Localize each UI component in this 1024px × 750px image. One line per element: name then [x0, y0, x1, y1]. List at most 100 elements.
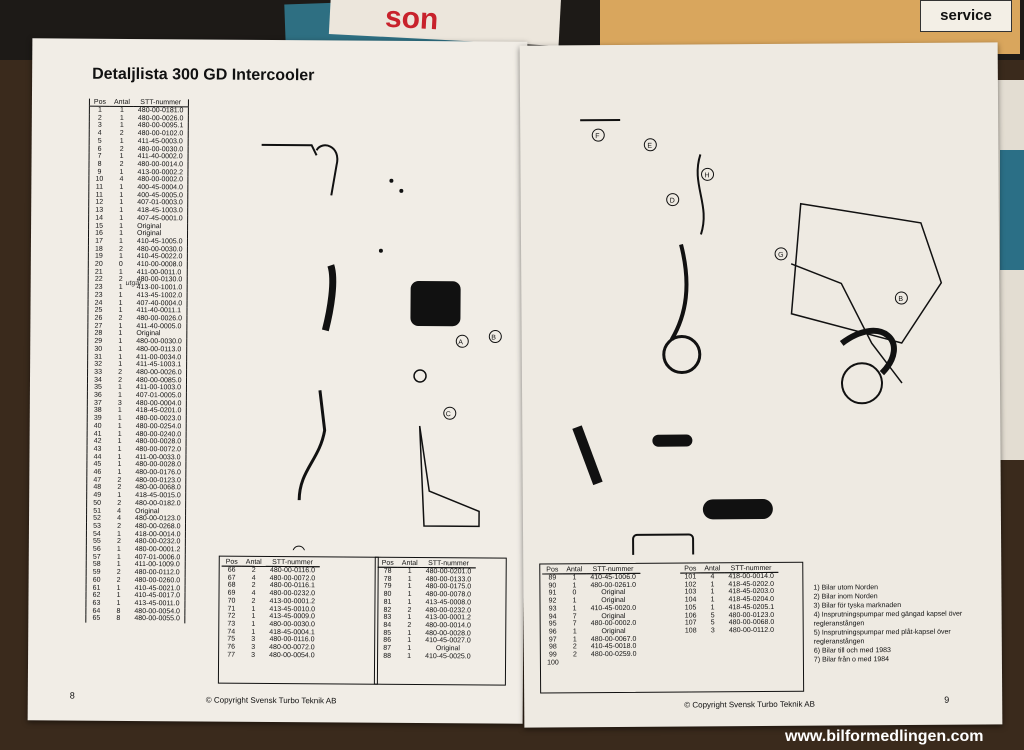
col-header-stt: STT-nummer — [724, 564, 778, 573]
cell-pos: 64 — [92, 607, 101, 615]
cell-pos: 65 — [92, 615, 101, 623]
cell-pos: 73 — [227, 620, 236, 628]
cell-antal: 1 — [119, 237, 123, 245]
col-header-pos: Pos — [542, 566, 563, 575]
cell-pos: 70 — [227, 597, 236, 605]
cell-antal: 8 — [116, 607, 121, 615]
cell-antal: 4 — [251, 589, 256, 597]
callout-b: B — [491, 334, 496, 341]
cell-antal: 2 — [119, 130, 124, 138]
cell-antal: 1 — [407, 583, 412, 591]
cell-pos: 62 — [92, 592, 101, 600]
cell-pos: 49 — [93, 491, 102, 499]
cell-pos: 44 — [93, 453, 102, 461]
cell-antal: 2 — [118, 314, 123, 322]
cell-stt: 410-45-1006.0 — [590, 573, 636, 582]
cell-pos: 9 — [97, 168, 102, 176]
col-header-stt: STT-nummer — [133, 98, 189, 107]
cell-stt: 480-00-0072.0 — [135, 445, 182, 454]
cell-antal: 1 — [116, 599, 121, 607]
callout-f: F — [595, 133, 599, 140]
cell-stt: 480-00-0078.0 — [425, 591, 472, 599]
cell-stt: 480-00-0030.0 — [269, 620, 315, 629]
cell-antal: 2 — [119, 160, 124, 168]
cell-pos: 40 — [93, 422, 102, 430]
cell-antal: 1 — [117, 391, 122, 399]
cell-pos: 31 — [94, 353, 103, 361]
cell-pos: 63 — [92, 599, 101, 607]
cell-pos: 10 — [95, 176, 104, 184]
cell-pos: 108 — [684, 627, 697, 635]
cell-antal: 1 — [118, 322, 123, 330]
col-header-pos: Pos — [680, 565, 701, 574]
cell-stt: 480-00-0054.0 — [269, 651, 315, 660]
cell-pos: 90 — [548, 582, 557, 590]
cell-antal: 1 — [119, 137, 124, 145]
col-header-pos: Pos — [377, 559, 398, 568]
cell-pos: 26 — [94, 314, 103, 322]
cell-antal: 1 — [116, 561, 121, 569]
cell-stt: 480-00-0026.0 — [136, 368, 182, 377]
page-number-left: 8 — [69, 690, 75, 701]
service-badge: service — [920, 0, 1012, 32]
cell-pos: 15 — [95, 222, 104, 230]
table-row: 100 — [543, 659, 641, 667]
cell-antal: 2 — [572, 651, 577, 659]
cell-antal: 1 — [407, 575, 412, 583]
cell-antal: 7 — [572, 620, 577, 628]
cell-antal: 2 — [251, 582, 256, 590]
cell-pos: 25 — [94, 307, 103, 315]
cell-antal: 1 — [118, 307, 123, 315]
cell-pos: 96 — [548, 628, 557, 636]
cell-pos: 69 — [227, 589, 236, 597]
cell-pos: 30 — [94, 345, 103, 353]
cell-antal: 2 — [116, 538, 121, 546]
footnote-5: 5) Insprutningspumpar med plåt-kapsel öv… — [813, 628, 951, 646]
cell-antal: 1 — [118, 299, 123, 307]
cell-antal: 1 — [116, 592, 121, 600]
cell-pos: 37 — [93, 399, 102, 407]
cell-pos: 80 — [383, 590, 392, 598]
cell-antal: 1 — [118, 384, 122, 392]
cell-pos: 4 — [97, 129, 102, 137]
cell-antal: 2 — [251, 597, 256, 605]
cell-pos: 11 — [95, 191, 103, 199]
col-header-pos: Pos — [89, 98, 111, 107]
cell-antal: 1 — [118, 353, 123, 361]
cell-pos: 86 — [383, 637, 392, 645]
cell-antal: 1 — [407, 614, 412, 622]
cell-stt: 418-45-0204.0 — [728, 596, 775, 604]
cell-antal: 1 — [119, 191, 124, 199]
cell-stt: 480-00-0014.0 — [425, 621, 471, 630]
cell-pos: 76 — [227, 643, 236, 651]
cell-pos: 103 — [684, 588, 697, 596]
cell-pos: 75 — [227, 635, 236, 644]
cell-antal: 1 — [116, 530, 121, 538]
cell-antal: 1 — [251, 613, 256, 621]
footnote-4: 4) Insprutningspumpar med gängad kapsel … — [813, 610, 963, 628]
cell-antal: 4 — [119, 176, 124, 184]
cell-pos: 55 — [92, 538, 101, 546]
cell-antal: 1 — [710, 596, 715, 604]
cell-pos: 41 — [93, 430, 102, 438]
cell-antal: 0 — [572, 589, 577, 597]
footnotes: 1) Bilar utom Norden 2) Bilar inom Norde… — [813, 582, 994, 664]
cell-pos: 83 — [383, 613, 392, 622]
cell-stt: 480-00-0182.0 — [135, 499, 181, 508]
cell-stt: 407-01-0005.0 — [135, 392, 182, 400]
col-header-antal: Antal — [109, 98, 134, 107]
cell-antal: 4 — [117, 515, 122, 523]
cell-antal: 0 — [118, 260, 123, 268]
cell-pos: 20 — [94, 260, 103, 268]
cell-pos: 71 — [227, 605, 236, 613]
cell-pos: 34 — [94, 376, 102, 384]
cell-pos: 84 — [383, 621, 392, 629]
